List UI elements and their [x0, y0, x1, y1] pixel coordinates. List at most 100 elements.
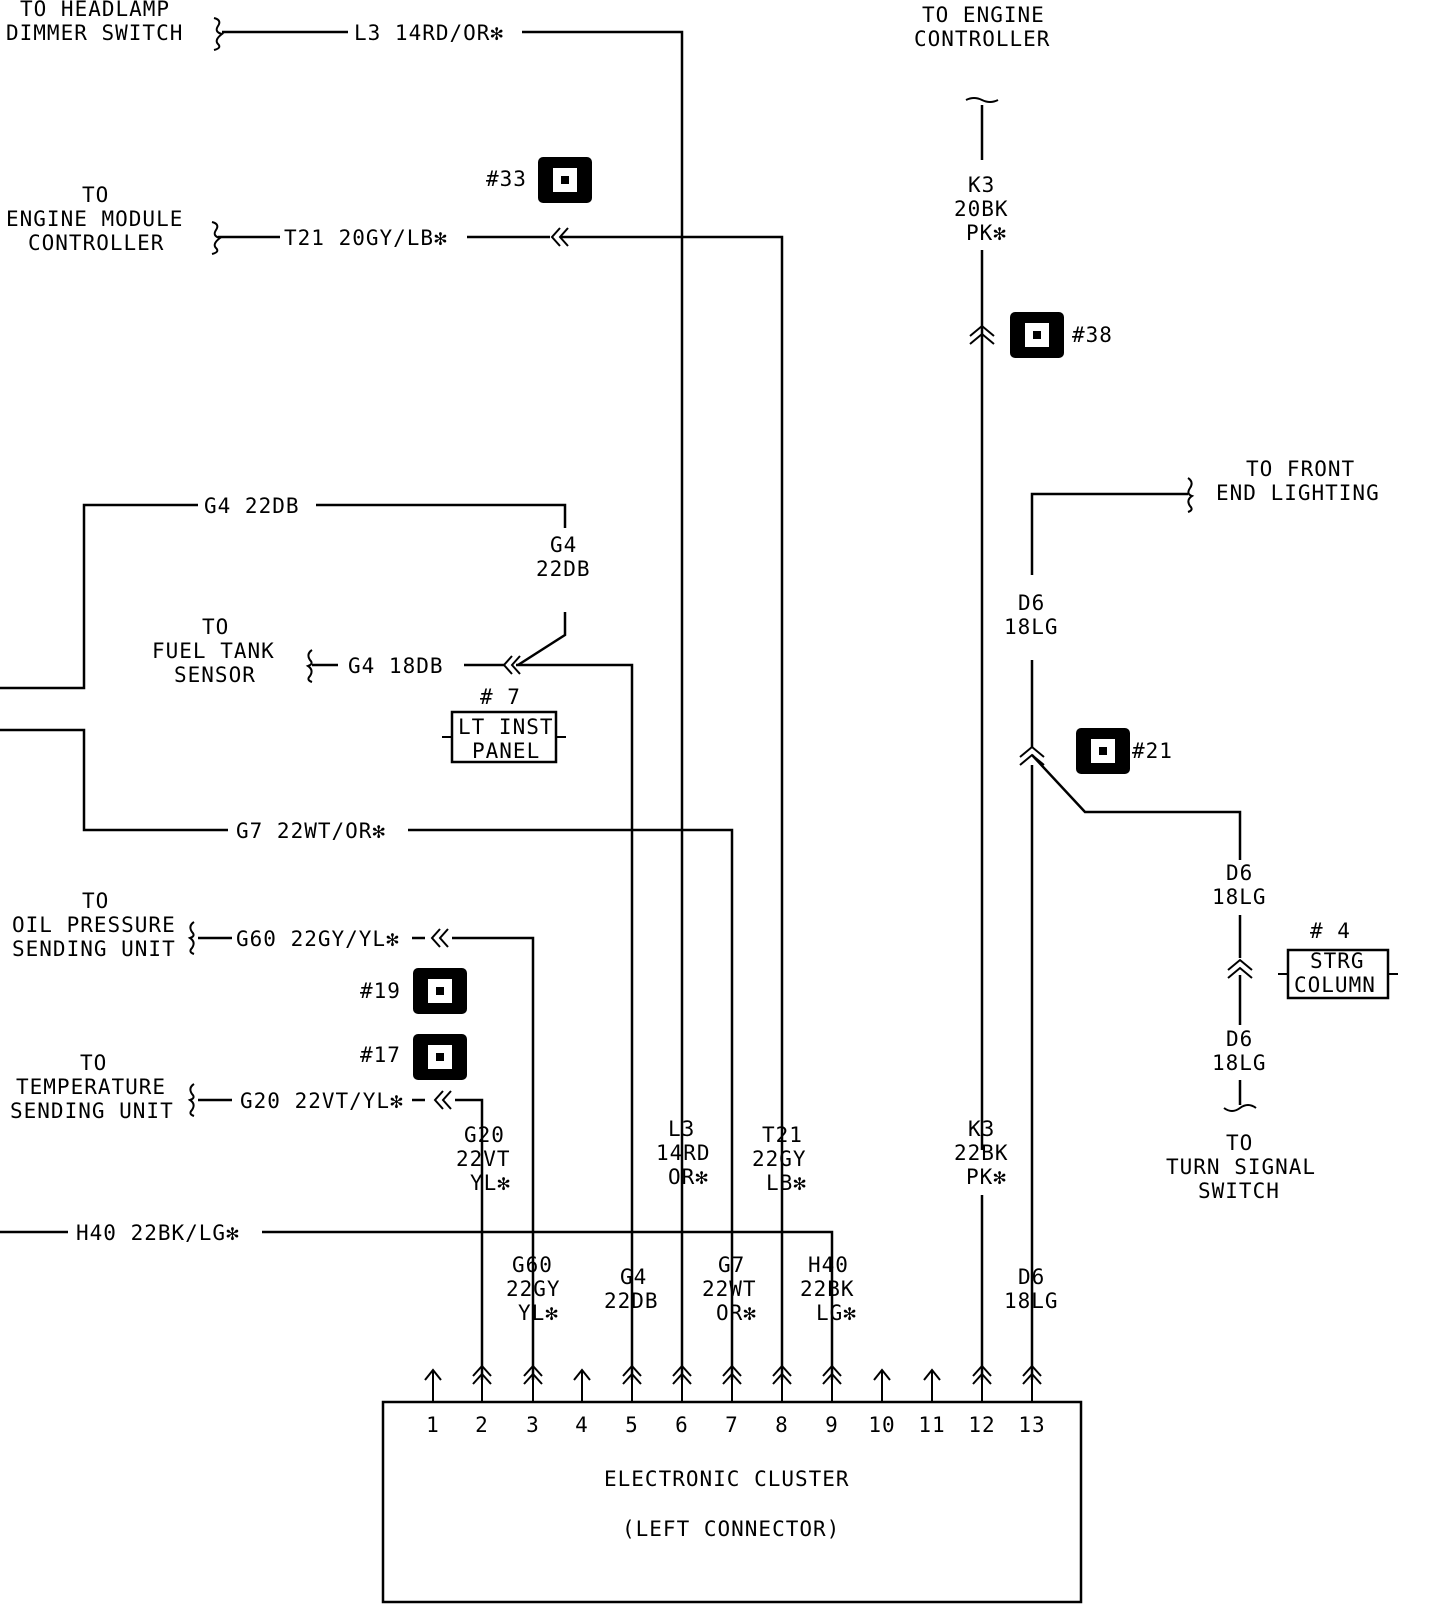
- wire-label-g4-vert-1: G4: [620, 1265, 647, 1289]
- wire-label-t21-vert-3: LB✻: [766, 1171, 807, 1195]
- wire-label-k3-vert-2: 22BK: [954, 1141, 1009, 1165]
- connector-33-icon: [538, 157, 592, 203]
- wire-label-g4-drop-2: 22DB: [536, 557, 591, 581]
- wire-label-d6-vert-1: D6: [1018, 1265, 1045, 1289]
- pin-number-7: 7: [725, 1413, 739, 1437]
- dest-engine-module-line2: ENGINE MODULE: [6, 207, 183, 231]
- wire-label-h40-vert-2: 22BK: [800, 1277, 855, 1301]
- cluster-title: ELECTRONIC CLUSTER: [604, 1467, 850, 1491]
- wire-label-g7-vert-1: G7: [718, 1253, 745, 1277]
- connector-7-label: # 7: [480, 685, 521, 709]
- strg-column: [1278, 948, 1398, 1000]
- wire-d6-turn: [1031, 754, 1242, 1105]
- break-headlamp: [213, 17, 225, 51]
- wire-label-t21: T21 20GY/LB✻: [284, 226, 448, 250]
- strg-column-line2: COLUMN: [1294, 973, 1376, 997]
- dest-engine-module-line3: CONTROLLER: [28, 231, 164, 255]
- wire-l3: [222, 30, 684, 1380]
- pin-number-5: 5: [625, 1413, 639, 1437]
- wire-label-g7: G7 22WT/OR✻: [236, 819, 386, 843]
- pin-number-2: 2: [475, 1413, 489, 1437]
- pin-number-13: 13: [1018, 1413, 1045, 1437]
- text-labels: TO HEADLAMP DIMMER SWITCH TO ENGINE CONT…: [6, 0, 1379, 1541]
- dest-fuel-line3: SENSOR: [174, 663, 256, 687]
- connector-19-label: #19: [360, 979, 401, 1003]
- pin-terminal-13: [1022, 1364, 1042, 1402]
- wire-g4-fuel: [312, 663, 634, 1380]
- wire-label-g7-vert-3: OR✻: [716, 1301, 757, 1325]
- dest-engine-module-line1: TO: [82, 183, 109, 207]
- dest-headlamp-line1: TO HEADLAMP: [20, 0, 170, 21]
- pin-number-12: 12: [968, 1413, 995, 1437]
- wire-label-l3: L3 14RD/OR✻: [354, 21, 504, 45]
- break-engine-ctrl: [965, 97, 999, 103]
- connector-19-icon: [413, 968, 467, 1014]
- wire-label-k3-vert-3: PK✻: [966, 1165, 1007, 1189]
- chevron-d6-strg: [1227, 958, 1253, 979]
- chevron-t21: [550, 227, 569, 247]
- lt-inst-panel-line2: PANEL: [472, 739, 540, 763]
- dest-temp-line2: TEMPERATURE: [16, 1075, 166, 1099]
- chevron-g60: [430, 928, 449, 948]
- connector-4-label: # 4: [1310, 919, 1351, 943]
- wire-label-g20-vert-2: 22VT: [456, 1147, 511, 1171]
- dest-temp-line1: TO: [80, 1051, 107, 1075]
- connector-33-label: #33: [486, 167, 527, 191]
- wire-label-d6-upper-2: 18LG: [1004, 615, 1059, 639]
- wire-label-t21-vert-2: 22GY: [752, 1147, 807, 1171]
- dest-headlamp-line2: DIMMER SWITCH: [6, 21, 183, 45]
- pin-terminal-10: [873, 1368, 891, 1402]
- dest-turn-line2: TURN SIGNAL: [1166, 1155, 1316, 1179]
- dest-oil-line1: TO: [82, 889, 109, 913]
- pin-number-9: 9: [825, 1413, 839, 1437]
- connector-21-icon: [1076, 728, 1130, 774]
- connector-icons: [413, 157, 1130, 1080]
- wire-label-h40-vert-1: H40: [808, 1253, 849, 1277]
- wire-g4-drop: [517, 612, 567, 667]
- dest-front-line1: TO FRONT: [1246, 457, 1355, 481]
- wire-label-k3-top-2: 20BK: [954, 197, 1009, 221]
- dest-fuel-line1: TO: [202, 615, 229, 639]
- wire-label-k3-top-1: K3: [968, 173, 995, 197]
- wire-label-l3-vert-1: L3: [668, 1117, 695, 1141]
- break-fuel: [305, 649, 313, 683]
- wire-label-d6-mid-1: D6: [1226, 861, 1253, 885]
- wire-label-g20-vert-3: YL✻: [470, 1171, 511, 1195]
- wire-label-h40: H40 22BK/LG✻: [76, 1221, 240, 1245]
- connector-17-icon: [413, 1034, 467, 1080]
- chevron-d6: [1019, 745, 1045, 766]
- wire-label-g60: G60 22GY/YL✻: [236, 927, 400, 951]
- connector-38-icon: [1010, 312, 1064, 358]
- pin-terminal-1: [424, 1368, 442, 1402]
- pin-number-4: 4: [575, 1413, 589, 1437]
- wire-label-d6-lower-2: 18LG: [1212, 1051, 1267, 1075]
- wire-label-g60-vert-3: YL✻: [518, 1301, 559, 1325]
- dest-oil-line3: SENDING UNIT: [12, 937, 176, 961]
- wire-label-g60-vert-1: G60: [512, 1253, 553, 1277]
- wire-label-g4-drop-1: G4: [550, 533, 577, 557]
- wire-label-d6-mid-2: 18LG: [1212, 885, 1267, 909]
- pin-terminal-8: [772, 1364, 792, 1402]
- strg-column-line1: STRG: [1310, 949, 1365, 973]
- wire-g4-top: [0, 503, 567, 690]
- wire-label-g20-vert-1: G20: [464, 1123, 505, 1147]
- wire-label-l3-vert-2: 14RD: [656, 1141, 711, 1165]
- pin-number-3: 3: [526, 1413, 540, 1437]
- pin-number-8: 8: [775, 1413, 789, 1437]
- pin-number-11: 11: [918, 1413, 945, 1437]
- connector-21-label: #21: [1132, 739, 1173, 763]
- dest-turn-line3: SWITCH: [1198, 1179, 1280, 1203]
- dest-temp-line3: SENDING UNIT: [10, 1099, 174, 1123]
- dest-oil-line2: OIL PRESSURE: [12, 913, 176, 937]
- lt-inst-panel: [442, 710, 566, 764]
- wire-label-k3-vert-1: K3: [968, 1117, 995, 1141]
- wire-h40: [0, 1230, 834, 1380]
- dest-fuel-line2: FUEL TANK: [152, 639, 275, 663]
- wire-label-h40-vert-3: LG✻: [816, 1301, 857, 1325]
- pin-terminal-6: [672, 1364, 692, 1402]
- pin-terminal-9: [822, 1364, 842, 1402]
- dest-engine-ctrl-line2: CONTROLLER: [914, 27, 1050, 51]
- break-engine-module: [211, 221, 223, 255]
- pin-marks: [424, 1364, 1042, 1402]
